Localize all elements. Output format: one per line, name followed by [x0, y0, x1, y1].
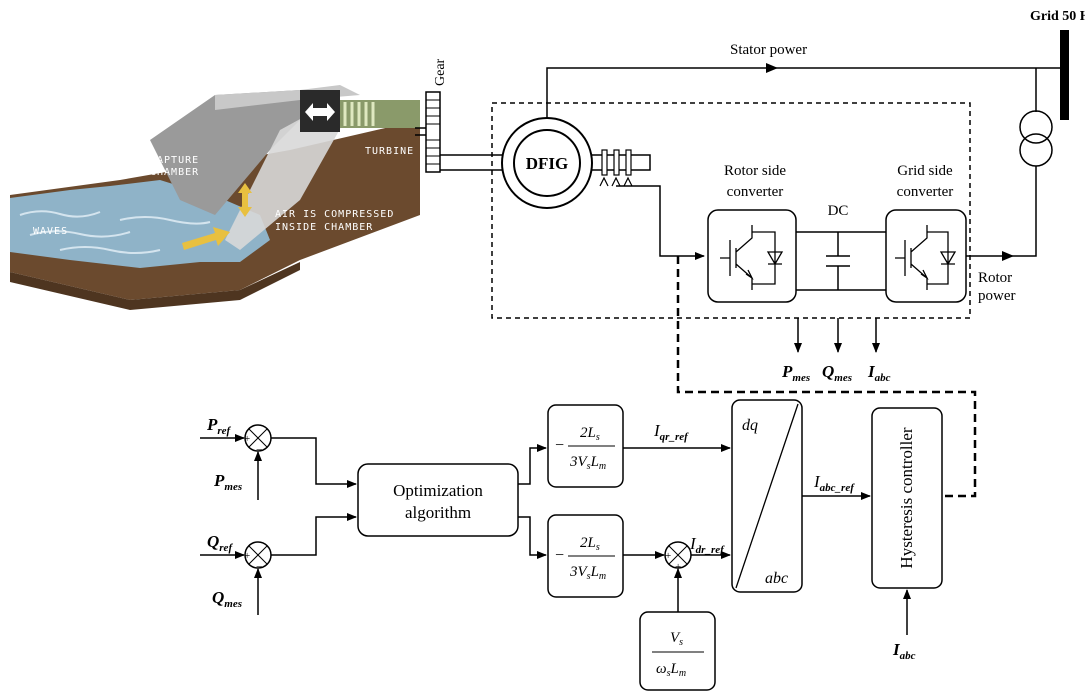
optimization-label-2: algorithm	[405, 503, 471, 522]
q-plus: +	[244, 550, 250, 562]
owc-turbine-coils	[343, 102, 375, 126]
qmes-measure-label: Qmes	[822, 362, 852, 384]
owc-air-arrow-icon	[238, 183, 252, 217]
converter-enclosure	[491, 102, 971, 319]
transformer-line-bottom	[966, 166, 1037, 257]
gain-bottom-minus: −	[555, 547, 564, 564]
owc-wave-lines	[19, 210, 211, 254]
gain-vs-den: ωsLm	[656, 661, 686, 679]
hysteresis-block	[871, 407, 943, 589]
owc-air-label-2: INSIDE CHAMBER	[275, 222, 373, 233]
q-error-line	[271, 513, 357, 556]
transformer-coil-1	[1019, 110, 1053, 144]
owc-illustration: CAPTURE CHAMBER TURBINE AIR IS COMPRESSE…	[10, 85, 420, 310]
gain-top-num: 2Ls	[580, 425, 600, 443]
idr-ref-label: Idr_ref	[689, 534, 725, 556]
p-minus: −	[256, 444, 262, 456]
gain-bottom-num: 2Ls	[580, 535, 600, 553]
transformer-coil-2	[1019, 133, 1053, 167]
slip-rings	[599, 149, 633, 187]
rotor-side-converter	[707, 209, 797, 303]
stator-power-label: Stator power	[730, 42, 807, 58]
rsc-label-1: Rotor side	[724, 163, 786, 179]
owc-chamber-front	[225, 100, 345, 250]
grid-label: Grid 50 Hz	[1030, 9, 1085, 24]
iabc-ref-label: Iabc_ref	[813, 472, 855, 494]
shaft	[415, 127, 510, 171]
gain-top-minus: −	[555, 437, 564, 454]
gsc-label-2: converter	[897, 184, 954, 200]
p-error-line	[271, 437, 357, 488]
owc-duct-arrow	[305, 103, 335, 121]
q-junction-cross	[248, 545, 268, 565]
iabc-measure-label: Iabc	[867, 362, 891, 384]
owc-waves-label: WAVES	[33, 226, 68, 237]
idr-plus-left: +	[665, 550, 671, 562]
dc-link	[796, 231, 886, 291]
pmes-measure-label: Pmes	[781, 362, 810, 384]
idr-junction-cross	[668, 545, 688, 565]
iabc-feedback-label: Iabc	[892, 640, 916, 662]
stator-line	[546, 67, 1060, 118]
abc-label: abc	[765, 570, 788, 587]
owc-water-arrow-icon	[182, 227, 230, 250]
dfig: DFIG	[501, 117, 593, 209]
grid-side-converter	[885, 209, 967, 303]
q-minus: −	[256, 561, 262, 573]
gsc-label-1: Grid side	[897, 163, 953, 179]
qmes-label: Qmes	[212, 588, 242, 610]
opt-out-top	[518, 444, 547, 485]
rotor-power-arrow-icon	[1002, 251, 1014, 261]
gain-bottom-den: 3VsLm	[569, 564, 606, 582]
rsc-label-2: converter	[727, 184, 784, 200]
rotor-power-label-2: power	[978, 288, 1016, 304]
rotor-power-label-1: Rotor	[978, 270, 1012, 286]
pref-label: Pref	[206, 415, 232, 437]
owc-capture-chamber-label-2: CHAMBER	[150, 167, 199, 178]
owc-ground-top	[10, 262, 300, 310]
rotor-line	[616, 185, 705, 260]
p-plus: +	[244, 433, 250, 445]
gain-top-den: 3VsLm	[569, 454, 606, 472]
dfig-label: DFIG	[526, 154, 569, 173]
iqr-ref-label: Iqr_ref	[653, 421, 689, 443]
optimization-block	[357, 463, 519, 537]
gain-block-vs	[639, 611, 716, 691]
dq-abc-diagonal	[735, 403, 799, 589]
control-signal-dashed	[676, 256, 977, 498]
owc-turbine-label: TURBINE	[365, 146, 414, 157]
grid-bus	[1060, 30, 1069, 120]
p-junction-cross	[248, 428, 268, 448]
hysteresis-label: Hysteresis controller	[897, 427, 916, 568]
stator-arrow-icon	[766, 63, 778, 73]
dq-label: dq	[742, 417, 758, 434]
pmes-label: Pmes	[213, 471, 242, 493]
opt-out-bottom	[518, 516, 547, 559]
dc-label: DC	[828, 203, 849, 219]
gain-vs-num: Vs	[670, 630, 683, 648]
owc-capture-chamber-label-1: CAPTURE	[150, 155, 199, 166]
gear-label: Gear	[433, 58, 448, 86]
idr-plus-bottom: +	[675, 561, 681, 573]
owc-chamber-wall	[150, 90, 320, 215]
owc-air-label-1: AIR IS COMPRESSED	[275, 209, 394, 220]
qref-label: Qref	[207, 532, 233, 554]
gear: Gear	[425, 58, 448, 173]
optimization-label-1: Optimization	[393, 481, 483, 500]
